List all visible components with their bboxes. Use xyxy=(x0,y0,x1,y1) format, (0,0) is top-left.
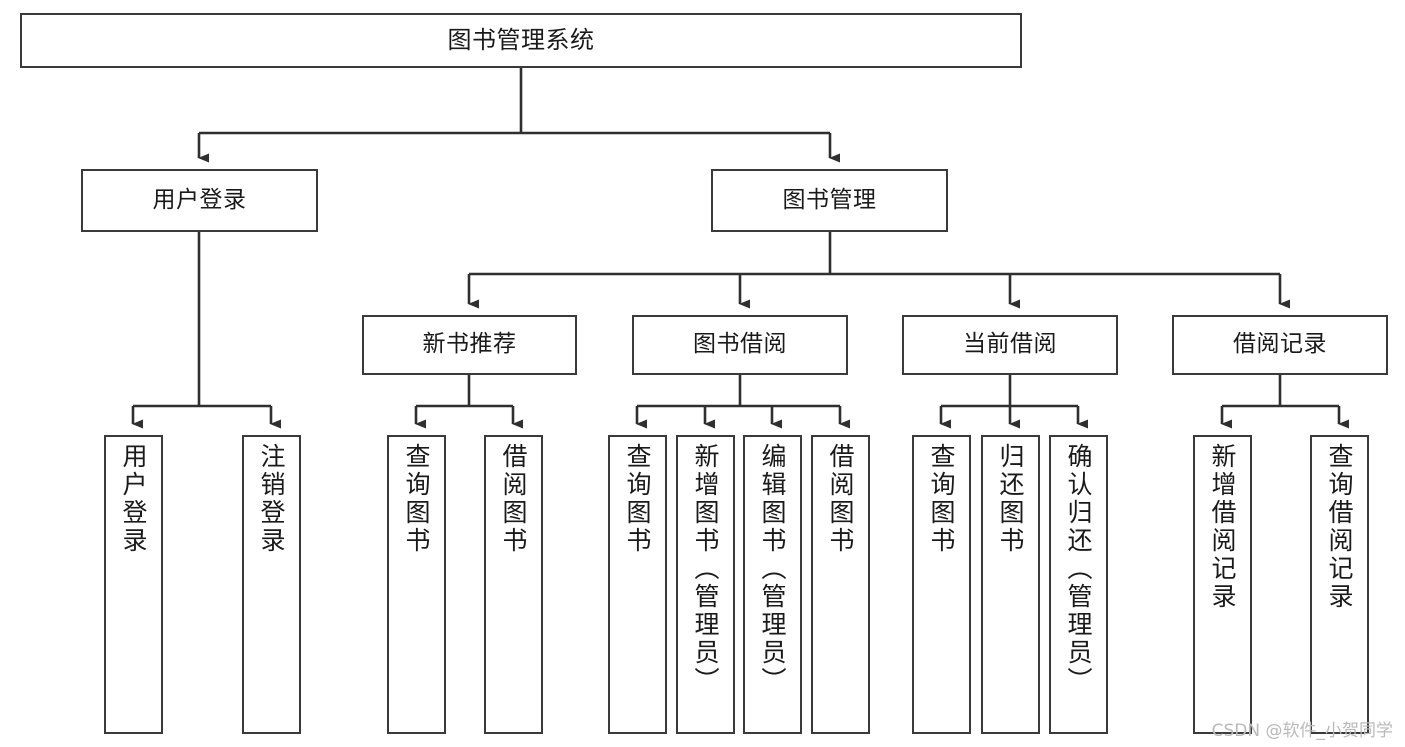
node-label: 借阅图书 xyxy=(826,443,855,555)
node-label: 用户登录 xyxy=(119,443,148,555)
node-label: 确认归还（管理员） xyxy=(1064,443,1093,695)
leaf-logout[interactable]: 注销登录 xyxy=(242,435,301,734)
node-label: 查询图书 xyxy=(402,443,431,555)
node-label: 图书管理 xyxy=(782,186,877,213)
node-label: 用户登录 xyxy=(152,186,247,213)
leaf-return-book[interactable]: 归还图书 xyxy=(981,435,1040,734)
leaf-query-book-borrow[interactable]: 查询图书 xyxy=(608,435,667,734)
leaf-query-book-recommend[interactable]: 查询图书 xyxy=(387,435,446,734)
node-label: 查询借阅记录 xyxy=(1325,443,1354,611)
node-label: 注销登录 xyxy=(257,443,286,555)
node-user-login[interactable]: 用户登录 xyxy=(81,169,318,232)
leaf-borrow-book-recommend[interactable]: 借阅图书 xyxy=(484,435,543,734)
node-book-management[interactable]: 图书管理 xyxy=(711,169,948,232)
leaf-edit-book-admin[interactable]: 编辑图书（管理员） xyxy=(743,435,802,734)
node-label: 新增借阅记录 xyxy=(1208,443,1237,611)
node-label: 查询图书 xyxy=(623,443,652,555)
node-borrow-record[interactable]: 借阅记录 xyxy=(1172,315,1388,375)
node-label: 借阅记录 xyxy=(1233,331,1327,358)
node-label: 当前借阅 xyxy=(963,331,1057,358)
leaf-user-login[interactable]: 用户登录 xyxy=(104,435,163,734)
leaf-add-borrow-record[interactable]: 新增借阅记录 xyxy=(1193,435,1252,734)
node-label: 图书管理系统 xyxy=(447,26,595,55)
node-current-borrow[interactable]: 当前借阅 xyxy=(902,315,1118,375)
node-label: 查询图书 xyxy=(927,443,956,555)
node-label: 借阅图书 xyxy=(499,443,528,555)
csdn-watermark: CSDN @软件_小贺同学 xyxy=(1211,721,1393,741)
node-label: 归还图书 xyxy=(996,443,1025,555)
node-root-system[interactable]: 图书管理系统 xyxy=(20,13,1022,68)
leaf-query-borrow-record[interactable]: 查询借阅记录 xyxy=(1310,435,1369,734)
leaf-confirm-return-admin[interactable]: 确认归还（管理员） xyxy=(1049,435,1108,734)
leaf-query-book-current[interactable]: 查询图书 xyxy=(912,435,971,734)
node-label: 新书推荐 xyxy=(422,331,517,358)
node-book-borrow[interactable]: 图书借阅 xyxy=(632,315,848,375)
node-label: 图书借阅 xyxy=(693,331,787,358)
leaf-borrow-book[interactable]: 借阅图书 xyxy=(811,435,870,734)
node-new-book-recommend[interactable]: 新书推荐 xyxy=(362,315,577,375)
node-label: 新增图书（管理员） xyxy=(691,443,720,695)
node-label: 编辑图书（管理员） xyxy=(758,443,787,695)
leaf-add-book-admin[interactable]: 新增图书（管理员） xyxy=(676,435,735,734)
